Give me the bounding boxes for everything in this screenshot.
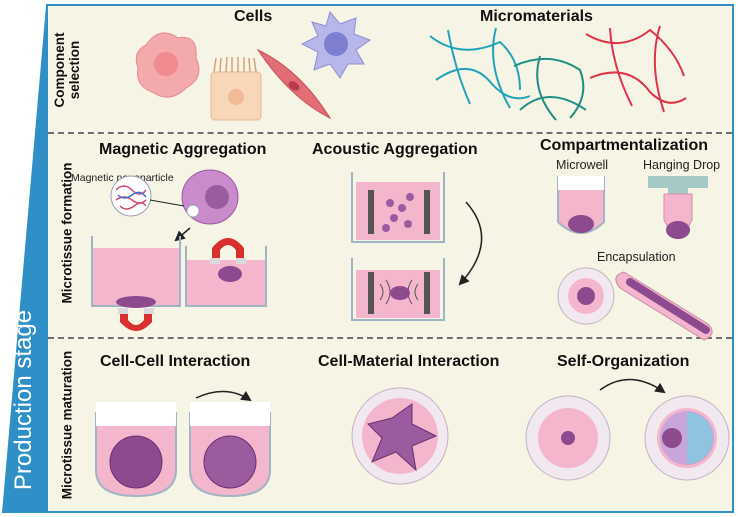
acoustic-arrow: [458, 201, 483, 286]
self-organization-before: [525, 395, 611, 481]
magnetic-cell-icon: [181, 169, 239, 225]
cell-spindle-icon: [256, 48, 332, 120]
magnetic-aggregation-title: Magnetic Aggregation: [99, 141, 267, 158]
hanging-drop-icon: [648, 176, 708, 239]
cell-cell-well-before: [95, 402, 177, 498]
row-divider: [48, 337, 732, 339]
cell-cell-well-after: [189, 402, 271, 498]
production-stage-arrow: [2, 6, 46, 513]
micromaterial-fibers-red: [585, 25, 687, 113]
micromaterial-fibers-blue: [429, 27, 531, 109]
cell-epithelial-icon: [210, 56, 262, 121]
cell-material-interaction-title: Cell-Material Interaction: [318, 353, 500, 370]
cell-cell-interaction-title: Cell-Cell Interaction: [100, 353, 251, 370]
magnet-icon-top: [210, 238, 246, 264]
encapsulation-label: Encapsulation: [597, 250, 676, 264]
nanoparticle-pointer: [149, 199, 185, 207]
magnet-arrow: [174, 227, 191, 242]
magnetic-well-right: [185, 246, 267, 307]
hanging-drop-label: Hanging Drop: [643, 158, 721, 172]
microwell-label: Microwell: [556, 158, 609, 172]
acoustic-chamber-top: [351, 172, 445, 243]
magnetic-well-left: [91, 236, 181, 308]
micromaterial-fibers-green: [513, 55, 587, 121]
cell-cell-arrow: [195, 390, 252, 402]
cells-title: Cells: [234, 8, 273, 25]
nanoparticle-icon: [110, 175, 152, 217]
microwell-icon: [557, 176, 605, 234]
cell-pink-icon: [135, 32, 200, 98]
self-organization-after: [644, 395, 730, 481]
acoustic-aggregation-title: Acoustic Aggregation: [312, 141, 478, 158]
figure-frame: [46, 4, 734, 513]
self-organization-title: Self-Organization: [557, 353, 690, 370]
cell-material-bead-icon: [351, 387, 449, 485]
encapsulation-fiber-icon: [615, 271, 713, 341]
encapsulation-bead-icon: [557, 267, 615, 325]
magnet-icon-bottom: [118, 308, 154, 331]
acoustic-chamber-bottom: [351, 258, 445, 321]
row-divider: [48, 132, 732, 134]
cell-dendritic-icon: [300, 10, 372, 79]
micromaterials-title: Micromaterials: [480, 8, 593, 25]
self-organization-arrow: [599, 378, 666, 394]
compartmentalization-title: Compartmentalization: [540, 137, 709, 154]
